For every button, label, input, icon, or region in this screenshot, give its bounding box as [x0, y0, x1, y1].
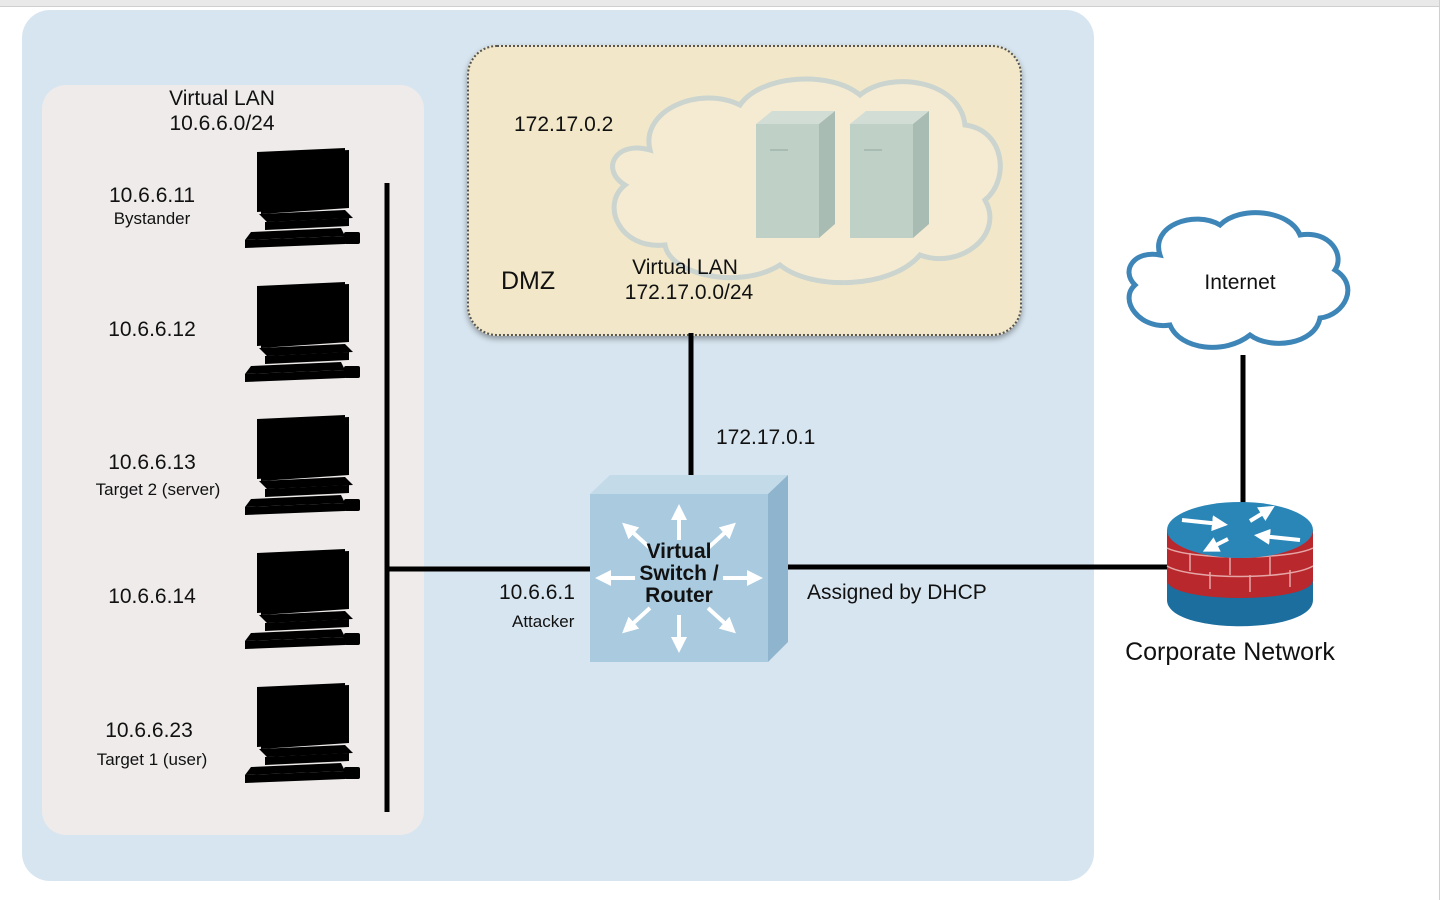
switch-dmz-side-ip: 172.17.0.1: [716, 426, 816, 449]
host-4-ip: 10.6.6.14: [108, 585, 196, 608]
switch-label: Virtual Switch / Router: [617, 541, 741, 607]
host-5-ip: 10.6.6.23: [105, 719, 193, 742]
server-icon-1: [756, 111, 835, 238]
internet-label: Internet: [1204, 271, 1276, 294]
switch-lan-side-ip: 10.6.6.1: [499, 581, 575, 604]
virtual-lan-panel: [42, 85, 424, 835]
switch-label-line-1: Virtual: [646, 540, 712, 563]
host-1-role: Bystander: [113, 209, 191, 228]
corporate-network-label: Corporate Network: [1125, 638, 1335, 666]
host-3-role: Target 2 (server): [95, 480, 221, 499]
computer-icon-host-4: [245, 549, 363, 649]
dmz-vlan-title: Virtual LAN: [632, 256, 738, 279]
host-1-ip: 10.6.6.11: [108, 184, 196, 207]
firewall-router-icon: [1166, 502, 1314, 627]
computer-icon-host-1: [245, 148, 363, 248]
lan-title: Virtual LAN: [169, 87, 275, 110]
internet-cloud-icon: [1126, 210, 1351, 350]
server-icon-2: [850, 111, 929, 238]
host-2-ip: 10.6.6.12: [108, 318, 196, 341]
switch-wan-side-label: Assigned by DHCP: [807, 581, 987, 604]
switch-label-line-3: Router: [645, 584, 713, 607]
switch-lan-side-role: Attacker: [512, 612, 575, 631]
lan-subnet: 10.6.6.0/24: [169, 112, 275, 135]
host-5-role: Target 1 (user): [96, 750, 208, 769]
computer-icon-host-2: [245, 282, 363, 382]
dmz-server-ip: 172.17.0.2: [514, 113, 614, 136]
dmz-vlan-subnet: 172.17.0.0/24: [624, 281, 754, 304]
switch-label-line-2: Switch /: [639, 562, 719, 585]
virtual-switch-router-icon: [590, 475, 788, 662]
dmz-label: DMZ: [501, 267, 556, 295]
computer-icon-host-3: [245, 415, 363, 515]
computer-icon-host-5: [245, 683, 363, 783]
window-top-edge: [0, 0, 1440, 7]
host-3-ip: 10.6.6.13: [108, 451, 196, 474]
